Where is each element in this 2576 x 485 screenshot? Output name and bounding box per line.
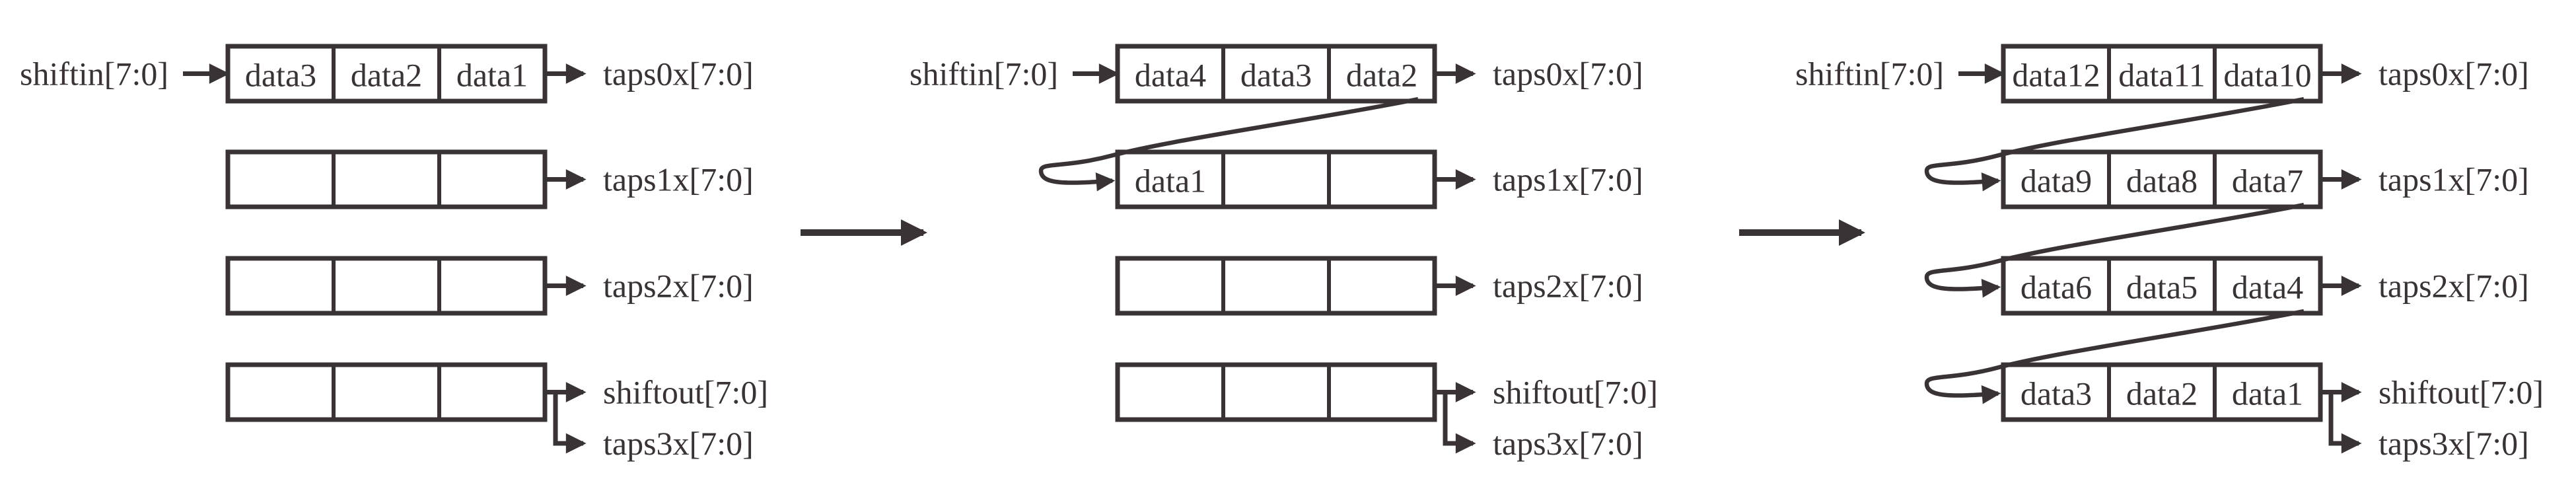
shiftout-branch-arrow — [2328, 392, 2362, 454]
output-label: taps2x[7:0] — [2379, 268, 2529, 305]
register-box — [2001, 44, 2323, 104]
register-cell-value: data1 — [2232, 375, 2303, 412]
register-cell-value: data1 — [1135, 163, 1206, 200]
shiftin-label: shiftin[7:0] — [20, 56, 168, 93]
register-cell-value: data11 — [2118, 57, 2205, 94]
output-label: taps0x[7:0] — [2379, 56, 2529, 93]
register-stage-panel-3: shiftin[7:0] data12 data11 data10 taps0x[7:0… — [1795, 44, 2544, 462]
register-cell-value: data2 — [351, 57, 422, 94]
output-label: shiftout[7:0] — [1493, 374, 1658, 411]
output-label: shiftout[7:0] — [603, 374, 768, 411]
register-cell-value: data7 — [2232, 163, 2303, 200]
register-cell-value: data3 — [2021, 375, 2092, 412]
output-label: taps0x[7:0] — [603, 56, 754, 93]
register-cell-value: data4 — [1135, 57, 1206, 94]
register-cell-value: data6 — [2021, 269, 2092, 306]
carry-curve-arrow — [1038, 96, 1419, 192]
carry-curve-arrow — [1924, 202, 2305, 298]
register-box — [2001, 362, 2323, 422]
register-box — [1115, 362, 1437, 422]
output-label: taps1x[7:0] — [1493, 161, 1643, 198]
register-cell-value: data2 — [1346, 57, 1417, 94]
register-cell-value: data12 — [2012, 57, 2100, 94]
shiftin-label: shiftin[7:0] — [1795, 56, 1944, 93]
output-label: taps0x[7:0] — [1493, 56, 1643, 93]
output-label: taps3x[7:0] — [2379, 425, 2529, 462]
output-label: taps3x[7:0] — [603, 425, 754, 462]
register-cell-value: data10 — [2223, 57, 2311, 94]
register-box — [225, 149, 548, 209]
carry-curve-arrow — [1924, 96, 2305, 192]
register-box — [225, 256, 548, 316]
register-stage-panel-1: shiftin[7:0] data3 data2 data1 taps0x[7:0] ta… — [20, 44, 768, 462]
register-stage-panel-2: shiftin[7:0] data4 data3 data2 taps0x[7:0] da… — [910, 44, 1658, 462]
shiftout-branch-arrow — [1443, 392, 1476, 454]
output-label: taps3x[7:0] — [1493, 425, 1643, 462]
carry-curve-arrow — [1924, 309, 2305, 404]
register-cell-value: data2 — [2126, 375, 2198, 412]
register-cell-value: data3 — [245, 57, 316, 94]
register-cell-value: data5 — [2126, 269, 2198, 306]
shiftin-label: shiftin[7:0] — [910, 56, 1058, 93]
register-cell-value: data1 — [456, 57, 528, 94]
output-label: taps2x[7:0] — [1493, 268, 1643, 305]
shiftout-branch-arrow — [553, 392, 587, 454]
output-label: shiftout[7:0] — [2379, 374, 2544, 411]
register-box — [225, 44, 548, 104]
output-label: taps2x[7:0] — [603, 268, 754, 305]
register-box — [1115, 256, 1437, 316]
output-label: taps1x[7:0] — [603, 161, 754, 198]
output-label: taps1x[7:0] — [2379, 161, 2529, 198]
register-cell-value: data4 — [2232, 269, 2303, 306]
register-cell-value: data3 — [1240, 57, 1312, 94]
register-box — [225, 362, 548, 422]
register-cell-value: data9 — [2021, 163, 2092, 200]
register-cell-value: data8 — [2126, 163, 2198, 200]
